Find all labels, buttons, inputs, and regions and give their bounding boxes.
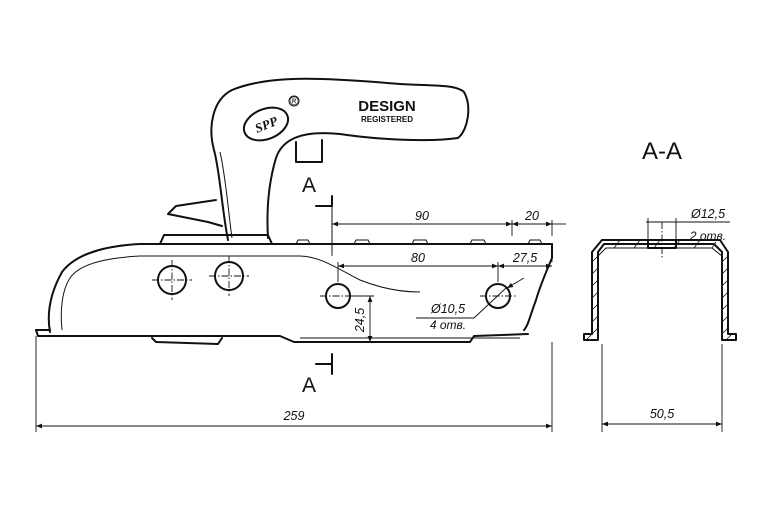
dim-hole-spacing: 80: [411, 251, 425, 265]
section-cut-marks: A A: [302, 174, 333, 397]
registered-mark: ®: [290, 94, 299, 108]
section-a-a-view: A-A Ø12,5 2 отв. 50,5: [583, 138, 737, 432]
dim-end-offset: 27,5: [512, 251, 537, 265]
brand-label: SPP ® DESIGN REGISTERED: [242, 94, 416, 142]
coupling-side-view: [35, 77, 553, 345]
design-title: DESIGN: [358, 98, 416, 115]
dimensions: 90 20 80 27,5 24,5 Ø10,5 4 отв. 259: [35, 209, 566, 432]
section-hatching: [585, 239, 733, 341]
section-hole-diameter: Ø12,5: [690, 207, 725, 221]
dim-end-offset-top: 20: [524, 209, 539, 223]
handle-latch: [295, 139, 323, 163]
section-title: A-A: [642, 138, 682, 165]
dim-total-length: 259: [283, 409, 305, 423]
dim-hole-height: 24,5: [353, 308, 367, 333]
coupling-body: [47, 243, 553, 333]
design-subtitle: REGISTERED: [361, 115, 413, 124]
section-width: 50,5: [650, 407, 674, 421]
cut-label-top: A: [302, 174, 316, 197]
section-hole-count: 2 отв.: [689, 229, 726, 243]
handle: [210, 77, 470, 241]
spp-logo-text: SPP: [253, 113, 281, 136]
dim-hole-spacing-top: 90: [415, 209, 429, 223]
dim-hole-count: 4 отв.: [430, 318, 466, 332]
bottom-plate: [35, 329, 529, 343]
front-tab: [167, 199, 223, 227]
dim-hole-diameter: Ø10,5: [430, 302, 465, 316]
spp-logo: [242, 106, 290, 142]
u-profile-outer: [583, 239, 737, 341]
cut-label-bottom: A: [302, 374, 316, 397]
